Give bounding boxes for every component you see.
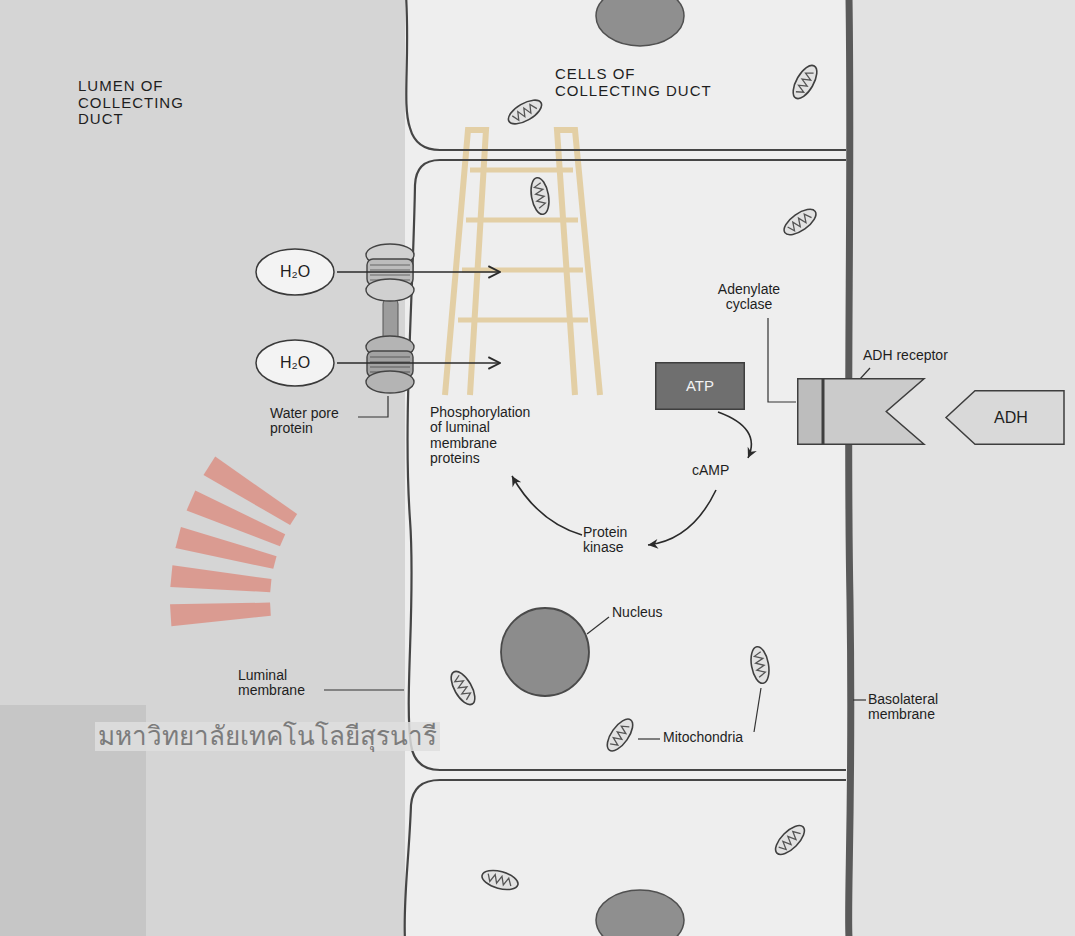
molecule-label: cAMP [692, 463, 752, 478]
leader-line [853, 699, 866, 700]
reaction-arrow [718, 412, 751, 458]
part-label: Nucleus [612, 605, 682, 620]
nucleus [596, 890, 684, 936]
pore-stripes [370, 357, 410, 372]
cell-outline [408, 160, 846, 770]
mitochondrion [480, 867, 520, 893]
node-label: ADH [982, 409, 1028, 427]
part-label: ADH receptor [863, 348, 973, 363]
node-outline [797, 378, 823, 445]
region-label: LUMEN OF COLLECTING DUCT [78, 78, 198, 128]
interstitial-ground [850, 0, 1075, 936]
enzyme-box: Adenylate cyclase [797, 378, 823, 445]
process-label: Phosphorylation of luminal membrane prot… [430, 405, 542, 467]
reaction-arrow [648, 490, 716, 545]
water-molecule-outline [256, 249, 334, 295]
region-label: CELLS OF COLLECTING DUCT [555, 66, 725, 99]
mitochondrion [528, 176, 551, 215]
mitochondrion [780, 204, 820, 239]
part-label: Basolateral membrane [868, 692, 978, 723]
water-molecule: H₂O [255, 248, 335, 296]
leader-line [768, 318, 796, 402]
node-label: H₂O [280, 354, 310, 372]
mitochondrion [602, 715, 637, 755]
logo-rungs [458, 170, 588, 320]
logo-ray [175, 527, 276, 569]
mitochondrion [446, 668, 479, 709]
leader-line [587, 617, 609, 634]
hormone-shape-outline [946, 391, 1064, 445]
hormone-shape: ADH [945, 390, 1065, 445]
molecule-box: ATP [655, 362, 745, 410]
nucleus [596, 0, 684, 46]
part-label: Mitochondria [663, 730, 763, 745]
mitochondrion [505, 95, 546, 128]
leader-line [324, 689, 404, 690]
leader-line [754, 688, 761, 732]
node-outline [823, 378, 925, 445]
mitochondrion [771, 821, 809, 859]
cell-ground [405, 0, 850, 936]
basolateral-membrane [849, 0, 851, 936]
mitochondrion [748, 645, 771, 684]
logo-ray [170, 565, 271, 592]
leader-line [860, 368, 870, 379]
reaction-arrow [512, 476, 582, 535]
water-flow-arrow [337, 362, 500, 364]
enzyme-box-outline [798, 379, 823, 445]
water-molecule-outline [256, 340, 334, 386]
node-label: H₂O [280, 263, 310, 281]
receptor-shape: ADH receptor [823, 378, 925, 445]
enzyme-label: Protein kinase [583, 525, 653, 556]
leader-line [358, 396, 388, 417]
watermark: มหาวิทยาลัยเทคโนโลยีสุรนารี [95, 722, 440, 751]
water-pore [366, 371, 414, 393]
water-molecule: H₂O [255, 339, 335, 387]
water-pore [366, 279, 414, 301]
node-label: ATP [686, 378, 714, 395]
logo-watermark [170, 130, 600, 626]
lumen-ground [0, 0, 412, 936]
part-label: Water pore protein [270, 406, 370, 437]
water-flow-arrow [337, 271, 500, 273]
molecule-box-outline [656, 363, 745, 410]
part-label: Adenylate cyclase [707, 282, 791, 313]
logo-ray [170, 603, 271, 627]
mitochondrion [788, 62, 821, 103]
nucleus [501, 608, 589, 696]
leader-line [638, 738, 660, 739]
part-label: Luminal membrane [238, 668, 322, 699]
receptor-shape-outline [824, 379, 924, 445]
